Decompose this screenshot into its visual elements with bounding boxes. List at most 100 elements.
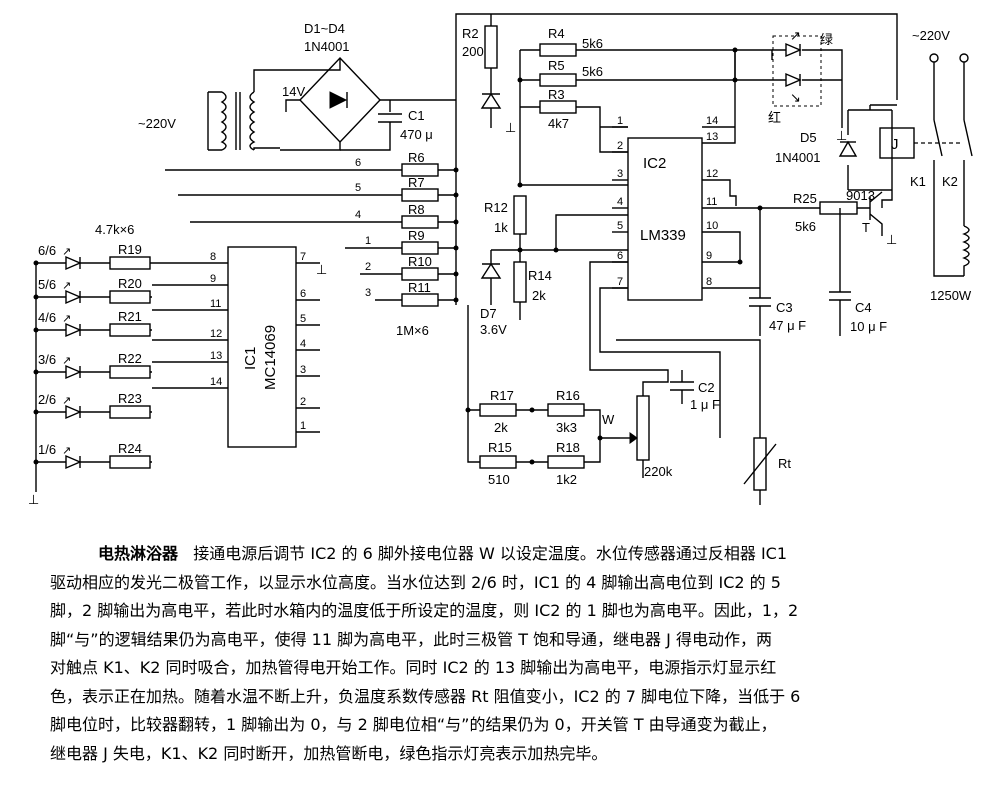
description-line-4: 脚“与”的逻辑结果仍为高电平，使得 11 脚为高电平，此时三极管 T 饱和导通，… bbox=[50, 629, 772, 649]
svg-text:⊥: ⊥ bbox=[316, 262, 327, 277]
temperature-setting-network: R17 2k R16 3k3 R15 510 R18 1k2 W 220k C2… bbox=[465, 261, 791, 505]
ic1-pin-label: 9 bbox=[210, 273, 216, 285]
supply-rail bbox=[455, 13, 898, 100]
ic2-pin-label: 6 bbox=[617, 250, 623, 262]
led-resistor bbox=[109, 405, 151, 419]
r16-ref: R16 bbox=[556, 388, 580, 403]
level-led-icon bbox=[65, 364, 82, 380]
bridge-part: 1N4001 bbox=[304, 39, 350, 54]
r15-value: 510 bbox=[488, 472, 510, 487]
description-line-1: 接通电源后调节 IC2 的 6 脚外接电位器 W 以设定温度。水位传感器通过反相… bbox=[193, 544, 788, 563]
led-resistor-ref: R21 bbox=[118, 309, 142, 324]
c3-ref: C3 bbox=[776, 300, 793, 315]
level-label: 4/6 bbox=[38, 310, 56, 325]
pot-body bbox=[636, 395, 650, 461]
ic1-pin-label: 2 bbox=[300, 396, 306, 408]
sense-resistor bbox=[401, 215, 439, 229]
level-label: 5/6 bbox=[38, 277, 56, 292]
level-label: 1/6 bbox=[38, 442, 56, 457]
ic1-pin-label: 13 bbox=[210, 350, 222, 362]
c1-ref: C1 bbox=[408, 108, 425, 123]
r3-value: 4k7 bbox=[548, 116, 569, 131]
description-line-8: 继电器 J 失电，K1、K2 同时断开，加热管断电，绿色指示灯亮表示加热完毕。 bbox=[50, 743, 608, 763]
r18-ref: R18 bbox=[556, 440, 580, 455]
junction bbox=[453, 192, 459, 198]
sense-resistor-ref: R10 bbox=[408, 254, 432, 269]
ic1-ref: IC1 bbox=[242, 347, 259, 370]
led-resistor-ref: R23 bbox=[118, 391, 142, 406]
ic2-pin-label: 13 bbox=[706, 131, 718, 143]
reference-divider: R12 1k D7 3.6V R14 2k bbox=[480, 182, 628, 337]
junction bbox=[453, 219, 459, 225]
d5-ref: D5 bbox=[800, 130, 817, 145]
svg-text:↘: ↘ bbox=[790, 90, 801, 105]
junction bbox=[453, 245, 459, 251]
r17-ref: R17 bbox=[490, 388, 514, 403]
svg-text:⊥: ⊥ bbox=[28, 492, 39, 507]
description-line-2: 驱动相应的发光二极管工作，以显示水位高度。当水位达到 2/6 时，IC1 的 4… bbox=[50, 572, 781, 592]
relay-label: J bbox=[891, 136, 899, 153]
r25-ref: R25 bbox=[793, 191, 817, 206]
c4-value: 10 μ F bbox=[850, 319, 887, 334]
svg-text:⊥: ⊥ bbox=[836, 128, 847, 143]
level-led-icon bbox=[65, 255, 82, 271]
r14-ref: R14 bbox=[528, 268, 552, 283]
d7-ref: D7 bbox=[480, 306, 497, 321]
sense-resistor-ref: R8 bbox=[408, 202, 425, 217]
level-led-icon bbox=[65, 454, 82, 470]
bridge-diode-symbol bbox=[329, 91, 348, 109]
r25-value: 5k6 bbox=[795, 219, 816, 234]
sense-resistor bbox=[401, 163, 439, 177]
r2-ref: R2 bbox=[462, 26, 479, 41]
description-line-6: 色，表示正在加热。随着水温不断上升，负温度系数传感器 Rt 阻值变小，IC2 的… bbox=[50, 686, 801, 706]
sense-wire-label: 6 bbox=[355, 157, 361, 169]
ic1-pin-label: 1 bbox=[300, 420, 306, 432]
ic2-part: LM339 bbox=[640, 227, 686, 244]
led-ray: ↗ bbox=[62, 246, 71, 258]
led-resistor bbox=[109, 290, 151, 304]
level-label: 3/6 bbox=[38, 352, 56, 367]
level-led-icon bbox=[65, 322, 82, 338]
ic1-pin-label: 5 bbox=[300, 313, 306, 325]
c1-value: 470 μ bbox=[400, 127, 433, 142]
c2-ref: C2 bbox=[698, 380, 715, 395]
r17-value: 2k bbox=[494, 420, 508, 435]
r14-value: 2k bbox=[532, 288, 546, 303]
mains-out-label: ~220V bbox=[912, 28, 950, 43]
sense-resistor bbox=[401, 293, 439, 307]
circuit-schematic: ~220V 14V D1~D4 1N4001 C1 470 μ R2 200 ⊥ bbox=[28, 13, 973, 507]
transistor-part: 9013 bbox=[846, 188, 875, 203]
ic2-pin-label: 10 bbox=[706, 220, 718, 232]
r4-value: 5k6 bbox=[582, 36, 603, 51]
r3-ref: R3 bbox=[548, 87, 565, 102]
ic2-pin-label: 5 bbox=[617, 220, 623, 232]
led-resistor-ref: R19 bbox=[118, 242, 142, 257]
description-line-5: 对触点 K1、K2 同时吸合，加热管得电开始工作。同时 IC2 的 13 脚输出… bbox=[50, 658, 777, 677]
junction bbox=[453, 167, 459, 173]
led-resistor-ref: R22 bbox=[118, 351, 142, 366]
c2-value: 1 μ F bbox=[690, 397, 720, 412]
indicator-leds: ↗ ↘ 绿 红 bbox=[727, 28, 843, 144]
relay-section: ⊥ D5 1N4001 J ~220V K1 K2 1250W bbox=[775, 28, 973, 303]
sense-resistor bbox=[401, 267, 439, 281]
ic1-pin-label: 8 bbox=[210, 251, 216, 263]
r2-branch: R2 200 ⊥ bbox=[462, 14, 516, 135]
r18-value: 1k2 bbox=[556, 472, 577, 487]
level-led-icon bbox=[65, 404, 82, 420]
led-ray: ↗ bbox=[62, 280, 71, 292]
sense-wire-label: 2 bbox=[365, 261, 371, 273]
pot-value: 220k bbox=[644, 464, 673, 479]
ic1-pin-label: 7 bbox=[300, 251, 306, 263]
r4-ref: R4 bbox=[548, 26, 565, 41]
sense-wire-label: 1 bbox=[365, 235, 371, 247]
sense-wire-label: 4 bbox=[355, 209, 361, 221]
r4-r5-r3: R4 5k6 R5 5k6 R3 4k7 bbox=[517, 26, 773, 185]
d7-value: 3.6V bbox=[480, 322, 507, 337]
sense-wire-label: 5 bbox=[355, 182, 361, 194]
k2-label: K2 bbox=[942, 174, 958, 189]
led-ray: ↗ bbox=[62, 355, 71, 367]
bridge-ref: D1~D4 bbox=[304, 21, 345, 36]
c3-value: 47 μ F bbox=[769, 318, 806, 333]
sense-resistor-ref: R11 bbox=[408, 280, 431, 295]
